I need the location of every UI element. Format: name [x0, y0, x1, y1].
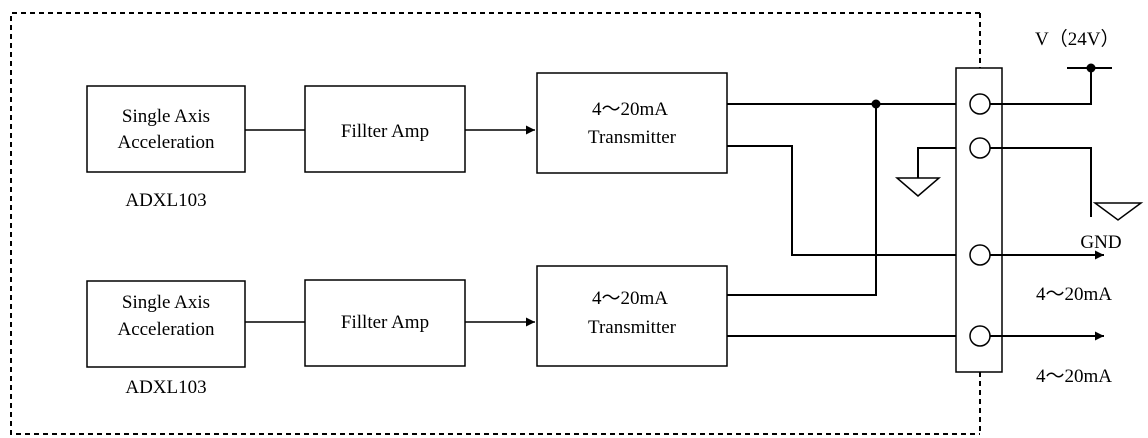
- channel-2: Single Axis Acceleration ADXL103 Fillter…: [86, 265, 728, 398]
- transmitter-label-line1: 4～20mA: [592, 288, 668, 309]
- sensor-label-line2: Acceleration: [117, 132, 215, 153]
- terminal-output-1: [969, 244, 991, 266]
- output-wire-tx1: [727, 145, 965, 256]
- sensor-part-number: ADXL103: [125, 377, 206, 398]
- sensor-box: [86, 280, 246, 368]
- transmitter-label-line2: Transmitter: [588, 317, 677, 338]
- ground-external-wire: [990, 147, 1092, 217]
- sensor-label-line1: Single Axis: [122, 106, 210, 127]
- ground-icon: [894, 177, 942, 197]
- supply-junction-dot: [1086, 63, 1096, 73]
- filter-amp-box: [304, 279, 466, 367]
- ground-icon: [1092, 202, 1144, 221]
- terminal-ground: [969, 137, 991, 159]
- terminal-supply: [969, 93, 991, 115]
- transmitter-box: [536, 265, 728, 367]
- sensor-label-line1: Single Axis: [122, 292, 210, 313]
- filter-amp-label: Fillter Amp: [341, 121, 429, 142]
- output-2-label: 4～20mA: [1036, 366, 1112, 387]
- channel-1: Single Axis Acceleration ADXL103 Fillter…: [86, 72, 728, 211]
- transmitter-label-line2: Transmitter: [588, 127, 677, 148]
- output-1-label: 4～20mA: [1036, 284, 1112, 305]
- supply-external-wire: [990, 68, 1092, 105]
- supply-label: V（24V）: [1035, 28, 1119, 50]
- supply-wire-tx2: [727, 104, 877, 296]
- terminal-strip: [955, 67, 1003, 373]
- filter-amp-label: Fillter Amp: [341, 312, 429, 333]
- sensor-label-line2: Acceleration: [117, 319, 215, 340]
- transmitter-box: [536, 72, 728, 174]
- terminal-block: [955, 67, 1003, 373]
- filter-amp-box: [304, 85, 466, 173]
- transmitter-label-line1: 4～20mA: [592, 99, 668, 120]
- wiring: [727, 99, 965, 337]
- sensor-part-number: ADXL103: [125, 190, 206, 211]
- terminal-output-2: [969, 325, 991, 347]
- sensor-box: [86, 85, 246, 173]
- internal-ground-wire: [917, 147, 965, 178]
- ground-label: GND: [1080, 232, 1121, 253]
- external-connections: V（24V） GND 4～20mA 4～20mA: [990, 28, 1144, 387]
- device-enclosure: [10, 12, 981, 435]
